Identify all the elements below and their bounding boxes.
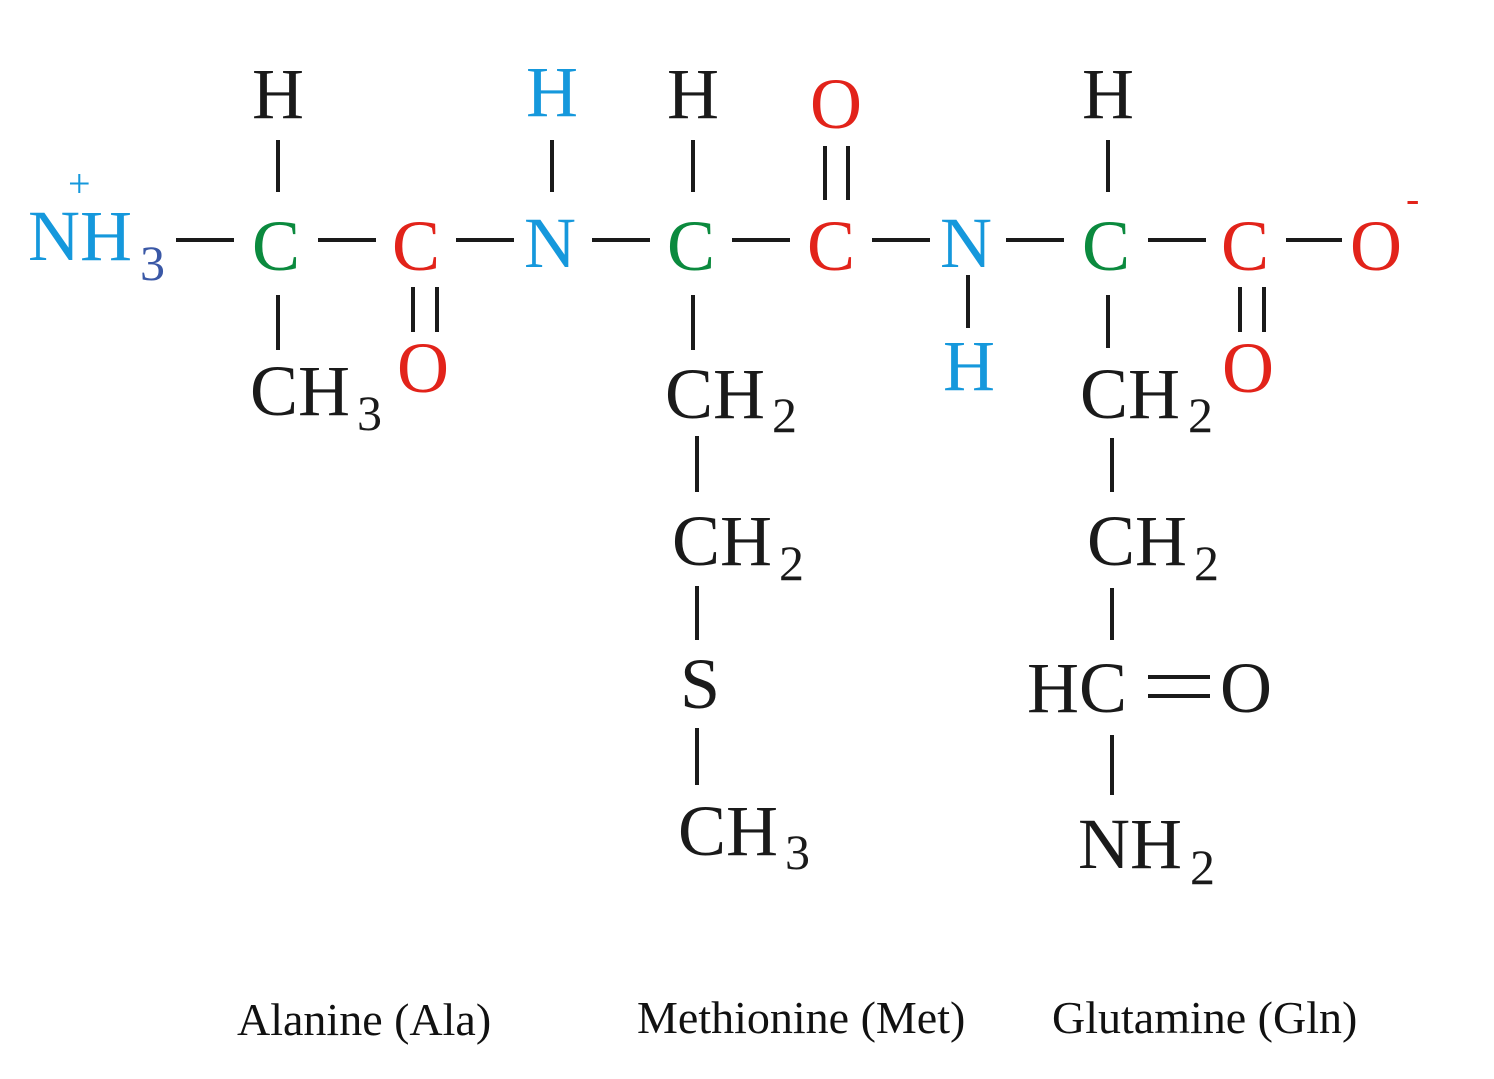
label-methionine: Methionine (Met) [637,992,965,1043]
glutamine-carbonyl-carbon: C [1221,206,1269,286]
glutamine-ch2-1: CH [1080,354,1180,434]
alanine-methyl: CH [250,351,350,431]
terminal-oxygen: O [1350,206,1402,286]
positive-charge: + [68,161,91,206]
alanine-carbonyl-oxygen: O [397,328,449,408]
n-terminus-amine: NH [28,196,132,276]
subscript: 2 [772,387,797,443]
alanine-carbonyl-carbon: C [392,206,440,286]
glutamine-amide-nitrogen: NH [1078,804,1182,884]
amide-hydrogen-1: H [526,52,578,132]
alanine-methyl-subscript: 3 [357,385,382,441]
glutamine-amide-carbon: HC [1027,648,1127,728]
methionine-methyl: CH [678,791,778,871]
label-glutamine: Glutamine (Gln) [1052,992,1357,1043]
methionine-sulfur: S [680,644,720,724]
subscript: 2 [1190,839,1215,895]
peptide-nitrogen-1: N [524,203,576,283]
amide-hydrogen-2: H [943,326,995,406]
methionine-ch2-1: CH [665,354,765,434]
methionine-carbonyl-oxygen: O [810,64,862,144]
peptide-nitrogen-2: N [940,203,992,283]
methionine-ch2-2: CH [672,501,772,581]
subscript: 2 [1194,535,1219,591]
methionine-carbonyl-carbon: C [807,206,855,286]
subscript: 3 [785,824,810,880]
negative-charge: - [1406,176,1419,221]
alanine-alpha-carbon: C [252,206,300,286]
alanine-alpha-hydrogen: H [252,54,304,134]
glutamine-amide-oxygen: O [1220,648,1272,728]
methionine-alpha-hydrogen: H [667,54,719,134]
n-terminus-subscript: 3 [140,235,165,291]
methionine-alpha-carbon: C [667,206,715,286]
glutamine-alpha-hydrogen: H [1082,54,1134,134]
subscript: 2 [1188,387,1213,443]
glutamine-ch2-2: CH [1087,501,1187,581]
glutamine-alpha-carbon: C [1082,206,1130,286]
glutamine-carbonyl-oxygen: O [1222,328,1274,408]
subscript: 2 [779,535,804,591]
label-alanine: Alanine (Ala) [237,994,491,1045]
